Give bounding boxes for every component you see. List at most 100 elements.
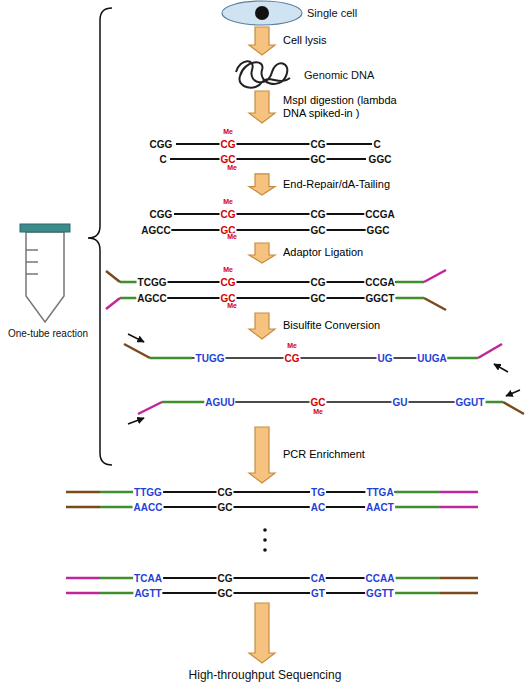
sequence-text: GC — [217, 502, 234, 513]
step-name: End-Repair/dA-Tailing — [282, 178, 391, 191]
tube-graduation — [26, 250, 38, 274]
step-name: Cell lysis — [282, 34, 327, 47]
cell-step: Single cell — [216, 1, 386, 26]
dna-strand — [100, 592, 135, 595]
methyl-mark: Me — [226, 302, 238, 310]
sequence-text: GGCT — [365, 293, 396, 304]
sequence-text: CA — [310, 573, 326, 584]
sequence-text: CCGA — [364, 209, 395, 220]
dna-strand — [395, 506, 440, 509]
sequence-text: GU — [392, 397, 409, 408]
block-arrow — [249, 174, 275, 195]
step-name: Adaptor Ligation — [282, 246, 364, 259]
dna-strand — [135, 592, 395, 594]
dna-strand — [424, 298, 446, 310]
step-name: MspI digestion (lambda DNA spiked-in ) — [282, 94, 412, 120]
cell-nucleus — [255, 6, 269, 20]
dna-strand — [66, 577, 100, 580]
fragment-stage: TUGGMeCGUGUUGAAGUUGCMeGUGGUT — [116, 340, 528, 426]
block-arrow — [249, 27, 275, 55]
sequence-text: CG — [220, 139, 237, 150]
dna-strand — [395, 491, 440, 494]
dna-strand — [100, 577, 135, 580]
dna-strand — [503, 402, 524, 414]
primer-arrow — [506, 390, 520, 396]
sequence-text: AACT — [365, 502, 395, 513]
dna-strand — [446, 357, 478, 360]
ellipsis-dot — [263, 528, 267, 532]
sequence-text: CGG — [149, 209, 174, 220]
dna-strand — [440, 577, 478, 580]
dna-strand — [192, 357, 446, 359]
sequence-text: GT — [310, 588, 326, 599]
dna-strand — [139, 281, 396, 283]
dna-strand — [424, 270, 446, 282]
dna-strand — [440, 592, 478, 595]
sequence-text: TTGA — [365, 487, 394, 498]
dna-strand — [162, 401, 205, 404]
sequence-text: GC — [217, 588, 234, 599]
sequence-text: GC — [220, 154, 237, 165]
dna-strand — [106, 271, 120, 282]
sequence-text: C — [372, 139, 381, 150]
dna-strand — [124, 344, 150, 358]
dna-strand — [396, 281, 424, 284]
sequence-text: TUGG — [195, 353, 226, 364]
step-name: Bisulfite Conversion — [282, 319, 381, 332]
sequence-text: AGCC — [140, 225, 171, 236]
dna-strand — [396, 297, 424, 300]
curly-brace — [88, 8, 112, 465]
sequence-text: GGTT — [365, 588, 395, 599]
methyl-mark: Me — [222, 128, 234, 136]
dna-strand — [168, 229, 368, 231]
fragment-stage: TCGGMeCGCGCCGAAGCCGCMeGCGGCT — [104, 264, 450, 312]
tube-label: One-tube reaction — [2, 328, 94, 339]
ellipsis-dot — [263, 548, 267, 552]
dna-strand — [440, 506, 478, 509]
dna-strand — [484, 401, 503, 404]
sequence-text: GGC — [368, 154, 393, 165]
sequence-text: TG — [310, 487, 326, 498]
methyl-mark: Me — [222, 198, 234, 206]
sequence-text: GGC — [366, 225, 391, 236]
dna-strand — [150, 357, 192, 360]
dna-strand — [106, 298, 120, 309]
dna-step: Genomic DNA — [226, 56, 391, 90]
sequence-text: CG — [310, 139, 327, 150]
methyl-mark: Me — [226, 233, 238, 241]
sequence-text: TCGG — [137, 277, 168, 288]
step-label: High-throughput Sequencing — [188, 669, 343, 682]
sequence-text: CG — [220, 209, 237, 220]
dna-strand — [205, 401, 484, 403]
sequence-text: GC — [310, 225, 327, 236]
methyl-mark: Me — [312, 408, 324, 416]
dna-strand — [478, 344, 502, 358]
methyl-mark: Me — [222, 266, 234, 274]
sequence-text: UUGA — [416, 353, 447, 364]
dna-strand — [395, 577, 440, 580]
fragment-stage: CGGMeCGCGCCGAAGCCGCMeGCGGC — [140, 196, 400, 242]
sequence-text: CG — [220, 277, 237, 288]
sequence-text: GC — [310, 154, 327, 165]
dna-strand — [66, 592, 100, 595]
sequence-text: TTGG — [133, 487, 163, 498]
sequence-text: UG — [377, 353, 394, 364]
sequence-text: CCGA — [364, 277, 395, 288]
sequence-text: AACC — [133, 502, 164, 513]
block-arrow — [249, 427, 275, 483]
sequence-text: AGUU — [204, 397, 235, 408]
methyl-mark: Me — [286, 342, 298, 350]
primer-arrow — [494, 364, 508, 372]
sequence-text: CG — [217, 573, 234, 584]
dna-strand — [66, 491, 100, 494]
sequence-text: C — [158, 154, 167, 165]
sequence-text: AGTT — [133, 588, 162, 599]
sequence-text: CGG — [149, 139, 174, 150]
dna-strand — [100, 491, 135, 494]
sequence-text: GC — [310, 293, 327, 304]
step-label: Genomic DNA — [303, 69, 375, 81]
fragment-stage: CGGMeCGCGCCGCMeGCGGC — [140, 124, 400, 173]
sequence-text: CG — [284, 353, 301, 364]
cell-body — [222, 1, 302, 25]
